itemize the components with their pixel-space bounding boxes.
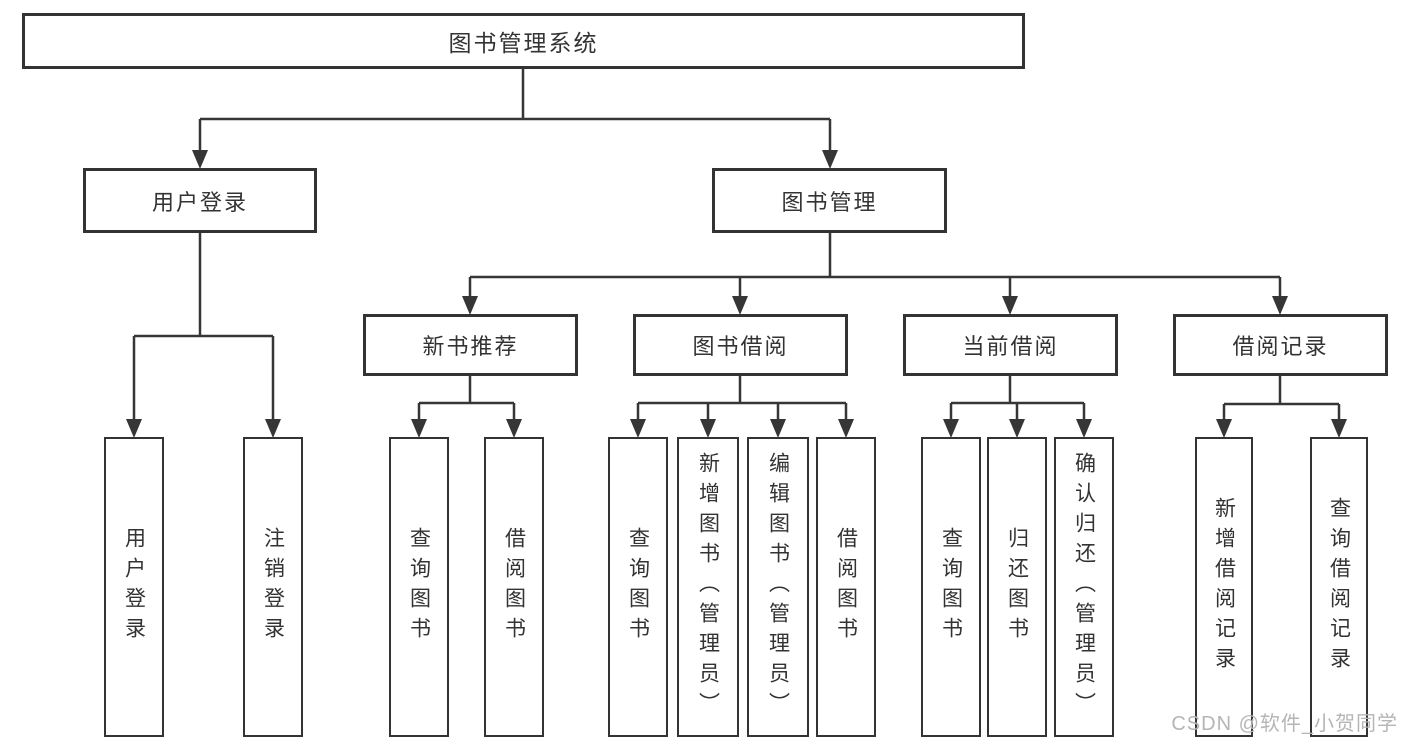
arrowhead <box>1009 419 1025 438</box>
leaf-borrow-books-recommend: 借阅图书 <box>484 437 544 737</box>
leaf-add-borrow-record: 新增借阅记录 <box>1195 437 1253 737</box>
leaf-user-login: 用户登录 <box>104 437 164 737</box>
connector-borrowing-records <box>1222 376 1341 420</box>
csdn-watermark: CSDN @软件_小贺同学 <box>1171 713 1398 735</box>
connector-book-borrowing <box>636 376 848 420</box>
node-book-borrowing: 图书借阅 <box>633 314 848 376</box>
leaf-edit-book-admin: 编辑图书（管理员） <box>747 437 809 737</box>
connector-root <box>198 69 832 151</box>
leaf-add-book-admin: 新增图书（管理员） <box>677 437 739 737</box>
node-current-borrowing: 当前借阅 <box>903 314 1118 376</box>
connector-current-borrowing <box>949 376 1086 420</box>
leaf-query-books-recommend: 查询图书 <box>389 437 449 737</box>
node-book-management: 图书管理 <box>712 168 947 233</box>
arrowhead <box>1076 419 1092 438</box>
arrowhead <box>1216 419 1232 438</box>
arrowhead <box>943 419 959 438</box>
connector-new-book-recommend <box>417 376 516 420</box>
arrowhead <box>462 296 478 315</box>
arrowhead <box>1002 296 1018 315</box>
arrowhead <box>700 419 716 438</box>
arrowhead <box>126 419 142 438</box>
leaf-logout: 注销登录 <box>243 437 303 737</box>
arrowhead <box>411 419 427 438</box>
leaf-query-books-borrowing: 查询图书 <box>608 437 668 737</box>
connector-book-management <box>468 233 1282 297</box>
node-borrowing-records: 借阅记录 <box>1173 314 1388 376</box>
node-library-system: 图书管理系统 <box>22 13 1025 69</box>
arrowhead <box>822 150 838 169</box>
arrowhead <box>838 419 854 438</box>
leaf-borrow-books-borrowing: 借阅图书 <box>816 437 876 737</box>
leaf-query-books-current: 查询图书 <box>921 437 981 737</box>
arrowhead <box>265 419 281 438</box>
arrowhead <box>192 150 208 169</box>
arrowhead <box>1272 296 1288 315</box>
leaf-confirm-return-admin: 确认归还（管理员） <box>1054 437 1114 737</box>
node-new-book-recommend: 新书推荐 <box>363 314 578 376</box>
node-user-login: 用户登录 <box>83 168 317 233</box>
leaf-query-borrow-record: 查询借阅记录 <box>1310 437 1368 737</box>
arrowheads <box>126 150 1347 438</box>
arrowhead <box>1331 419 1347 438</box>
arrowhead <box>630 419 646 438</box>
leaf-return-books: 归还图书 <box>987 437 1047 737</box>
arrowhead <box>732 296 748 315</box>
arrowhead <box>506 419 522 438</box>
arrowhead <box>770 419 786 438</box>
connector-user-login <box>132 233 275 420</box>
